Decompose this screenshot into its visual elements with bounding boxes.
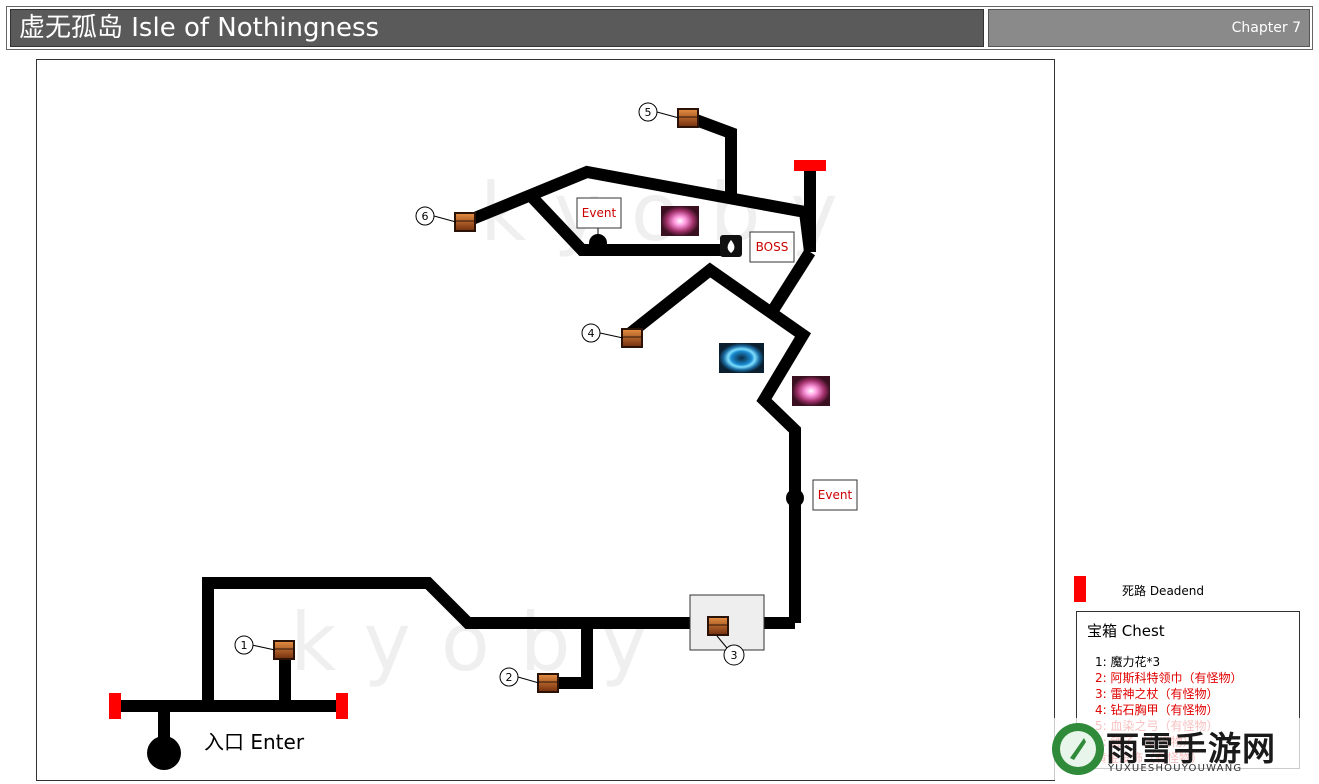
chest-icon-6 <box>454 212 476 232</box>
entrance-label: 入口 Enter <box>204 730 305 754</box>
corridors <box>115 111 816 745</box>
chest-legend-title: 宝箱 Chest <box>1087 622 1165 640</box>
chest-icons <box>273 108 729 693</box>
event-label-upper: Event <box>582 206 617 220</box>
event-label-lower: Event <box>818 488 853 502</box>
path-north-loop <box>462 165 816 253</box>
path-to-boss-area <box>764 248 816 319</box>
chest-legend-item: 4: 钻石胸甲（有怪物） <box>1095 703 1219 717</box>
path-chest5-spur <box>685 111 737 200</box>
site-watermark-subtitle: YUXUESHOUYOUWANG <box>1108 763 1243 774</box>
chest-legend-item: 2: 阿斯科特领巾（有怪物） <box>1095 671 1243 685</box>
deadend-north <box>794 160 826 171</box>
event-node-lower <box>786 489 804 507</box>
site-watermark-badge <box>1046 718 1316 780</box>
path-chest2-spur <box>548 623 593 689</box>
site-watermark-title: 雨雪手游网 <box>1106 729 1276 768</box>
chapter-label: Chapter 7 <box>988 9 1310 47</box>
chest-icon-5 <box>677 108 699 128</box>
magic-orb-icon-top <box>661 206 699 236</box>
chest-callouts <box>234 102 745 687</box>
warp-portal-icon <box>719 343 764 373</box>
chest-number-2: 2 <box>506 671 513 684</box>
chest-number-1: 1 <box>241 639 248 652</box>
deadends <box>109 160 826 719</box>
chest-legend-item: 3: 雷神之杖（有怪物） <box>1095 687 1219 701</box>
chest-icon-1 <box>273 640 295 660</box>
page-title: 虚无孤岛 Isle of Nothingness <box>10 9 984 47</box>
boss-label: BOSS <box>756 240 789 254</box>
path-lower-loop <box>202 577 795 706</box>
chest-icon-3 <box>707 616 729 636</box>
chest-number-3: 3 <box>731 649 738 662</box>
event-node-upper <box>589 234 607 252</box>
deadend-legend-label: 死路 Deadend <box>1122 584 1205 598</box>
chest-number-6: 6 <box>422 210 429 223</box>
chest3-room <box>689 594 765 651</box>
boss-box <box>749 231 795 263</box>
map-watermark-bottom: kyoby <box>290 596 678 689</box>
deadend-legend-swatch <box>1074 576 1086 602</box>
event-box-upper <box>576 197 622 229</box>
entrance-marker <box>147 736 181 770</box>
deadend-west <box>109 693 121 719</box>
chest-icon-2 <box>537 673 559 693</box>
event-box-lower <box>812 479 858 511</box>
chest-legend-item: 1: 魔力花*3 <box>1095 655 1161 669</box>
deadend-east <box>336 693 348 719</box>
chest-number-4: 4 <box>588 327 595 340</box>
chest-icon-4 <box>621 328 643 348</box>
chest-number-5: 5 <box>645 106 652 119</box>
magic-orb-icon-mid <box>792 376 830 406</box>
path-boss-corridor <box>525 190 733 256</box>
path-east-climb <box>624 262 812 623</box>
